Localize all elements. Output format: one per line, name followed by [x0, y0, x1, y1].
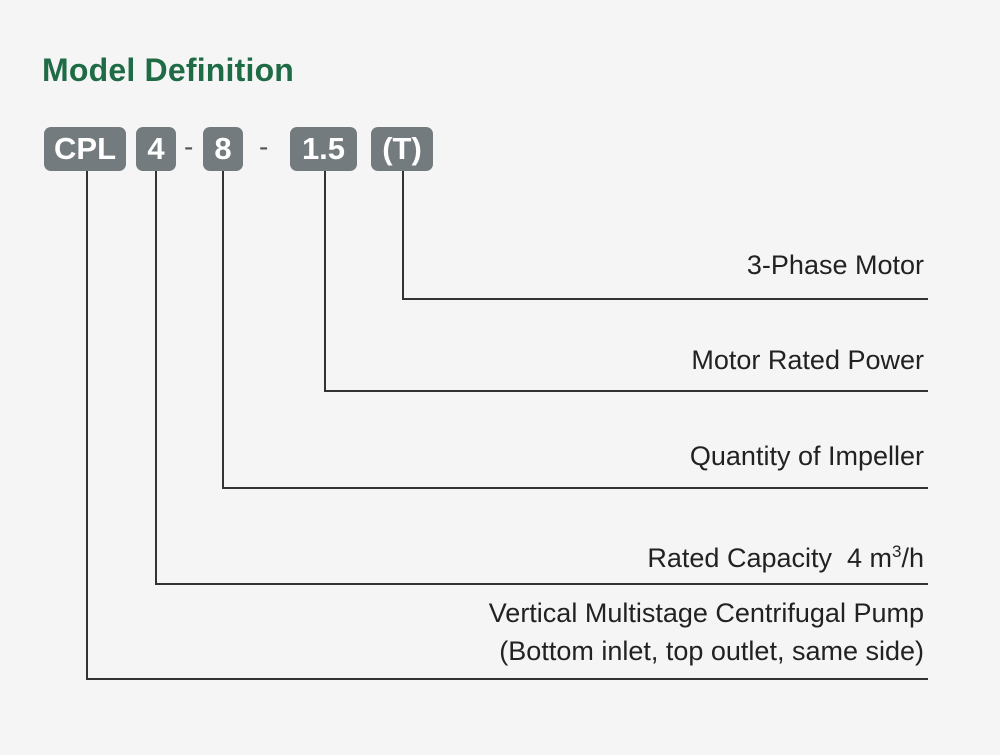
code-impellers-box: 8	[203, 127, 243, 171]
connector-series-vertical	[86, 171, 88, 680]
definition-series-line2: (Bottom inlet, top outlet, same side)	[499, 636, 924, 666]
definition-impellers: Quantity of Impeller	[689, 441, 924, 471]
connector-phase-vertical	[402, 171, 404, 300]
page-title: Model Definition	[42, 52, 295, 88]
capacity-text: Rated Capacity 4 m	[647, 543, 892, 573]
capacity-unit: /h	[901, 543, 924, 573]
connector-impellers-vertical	[222, 171, 224, 489]
connector-impellers-horizontal	[222, 487, 928, 489]
code-series-box: CPL	[44, 127, 126, 171]
code-separator: -	[259, 131, 269, 162]
code-phase-box: (T)	[371, 127, 433, 171]
capacity-superscript: 3	[892, 542, 902, 561]
connector-series-horizontal	[86, 678, 928, 680]
connector-power-horizontal	[324, 390, 928, 392]
code-power-box: 1.5	[290, 127, 357, 171]
definition-power: Motor Rated Power	[691, 345, 924, 375]
connector-capacity-vertical	[155, 171, 157, 585]
code-separator: -	[184, 131, 194, 162]
definition-phase: 3-Phase Motor	[746, 250, 924, 280]
connector-power-vertical	[324, 171, 326, 392]
definition-capacity: Rated Capacity 4 m3/h	[647, 533, 924, 577]
definition-series-line1: Vertical Multistage Centrifugal Pump	[488, 598, 924, 628]
code-capacity-box: 4	[136, 127, 176, 171]
connector-capacity-horizontal	[155, 583, 928, 585]
connector-phase-horizontal	[402, 298, 928, 300]
